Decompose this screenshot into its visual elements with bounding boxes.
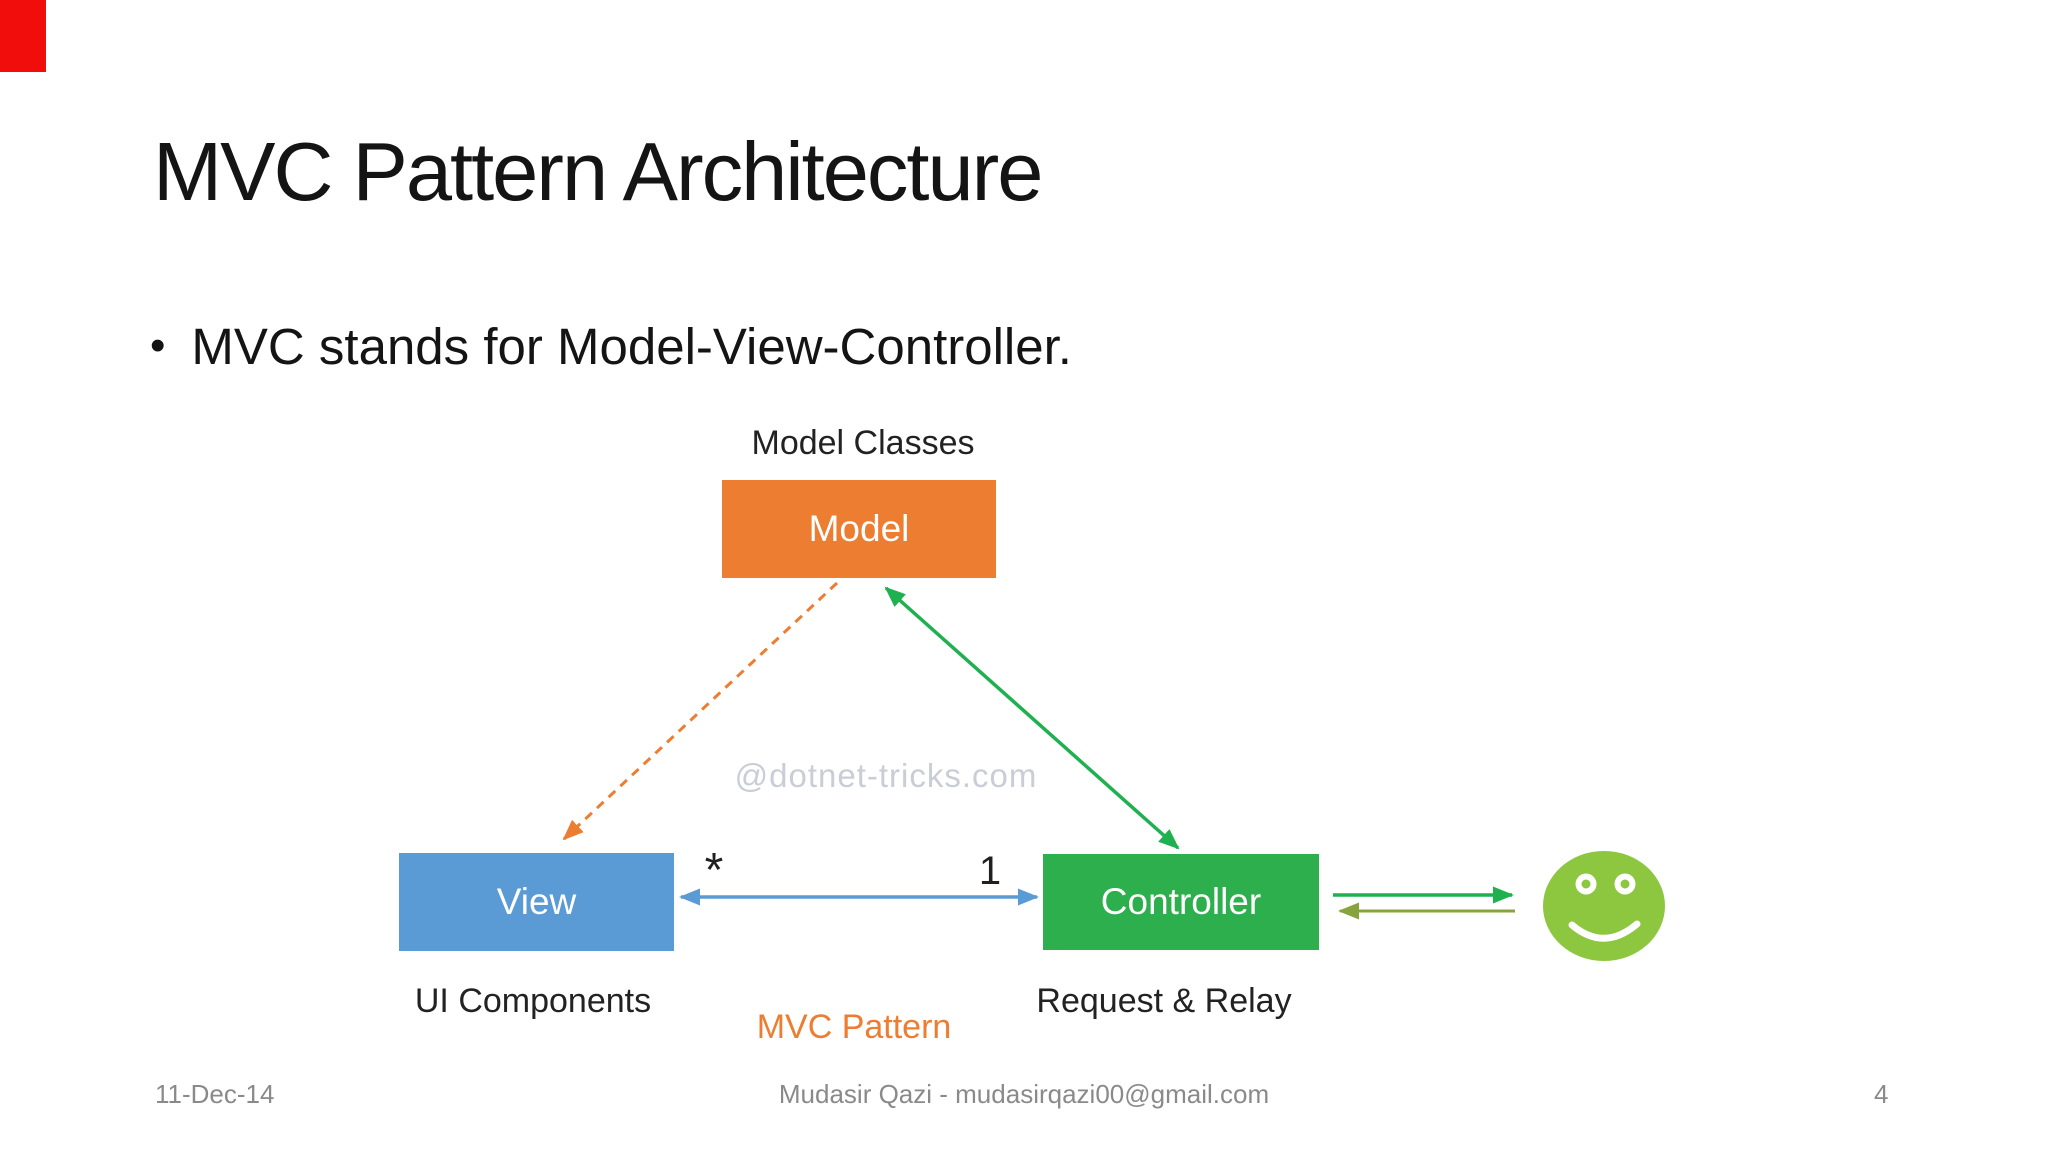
smiley-face: [1543, 851, 1665, 961]
smiley-right-pupil: [1620, 879, 1630, 889]
bullet-text: MVC stands for Model-View-Controller.: [191, 318, 1072, 375]
edge-model-controller-double: [884, 586, 1180, 850]
red-corner-bar: [0, 0, 46, 72]
request-relay-label: Request & Relay: [1036, 982, 1292, 1020]
multiplicity-star: *: [704, 844, 724, 897]
model-box-label: Model: [808, 508, 910, 549]
controller-box: Controller: [1043, 854, 1319, 950]
smiley-left-pupil: [1581, 879, 1591, 889]
smiley-left-eye: [1575, 873, 1597, 895]
bullet-icon: •: [150, 321, 166, 370]
multiplicity-one: 1: [978, 849, 1002, 893]
footer-page-number: 4: [1874, 1079, 1889, 1109]
bullet-item: • MVC stands for Model-View-Controller.: [150, 317, 1072, 376]
user-smiley: [1543, 851, 1665, 961]
view-box-label: View: [496, 881, 577, 922]
slide-title: MVC Pattern Architecture: [153, 125, 1043, 218]
model-classes-label: Model Classes: [751, 424, 975, 462]
mvc-pattern-caption: MVC Pattern: [756, 1008, 952, 1046]
smiley-mouth: [1568, 920, 1641, 942]
smiley-right-eye: [1614, 873, 1636, 895]
footer-date: 11-Dec-14: [155, 1079, 275, 1109]
model-box: Model: [722, 480, 996, 578]
footer-author: Mudasir Qazi - mudasirqazi00@gmail.com: [778, 1079, 1270, 1109]
controller-box-label: Controller: [1100, 881, 1262, 922]
ui-components-label: UI Components: [414, 982, 652, 1020]
watermark-text: @dotnet-tricks.com: [734, 757, 1038, 794]
edge-model-to-view-dashed: [562, 581, 839, 841]
view-box: View: [399, 853, 674, 951]
